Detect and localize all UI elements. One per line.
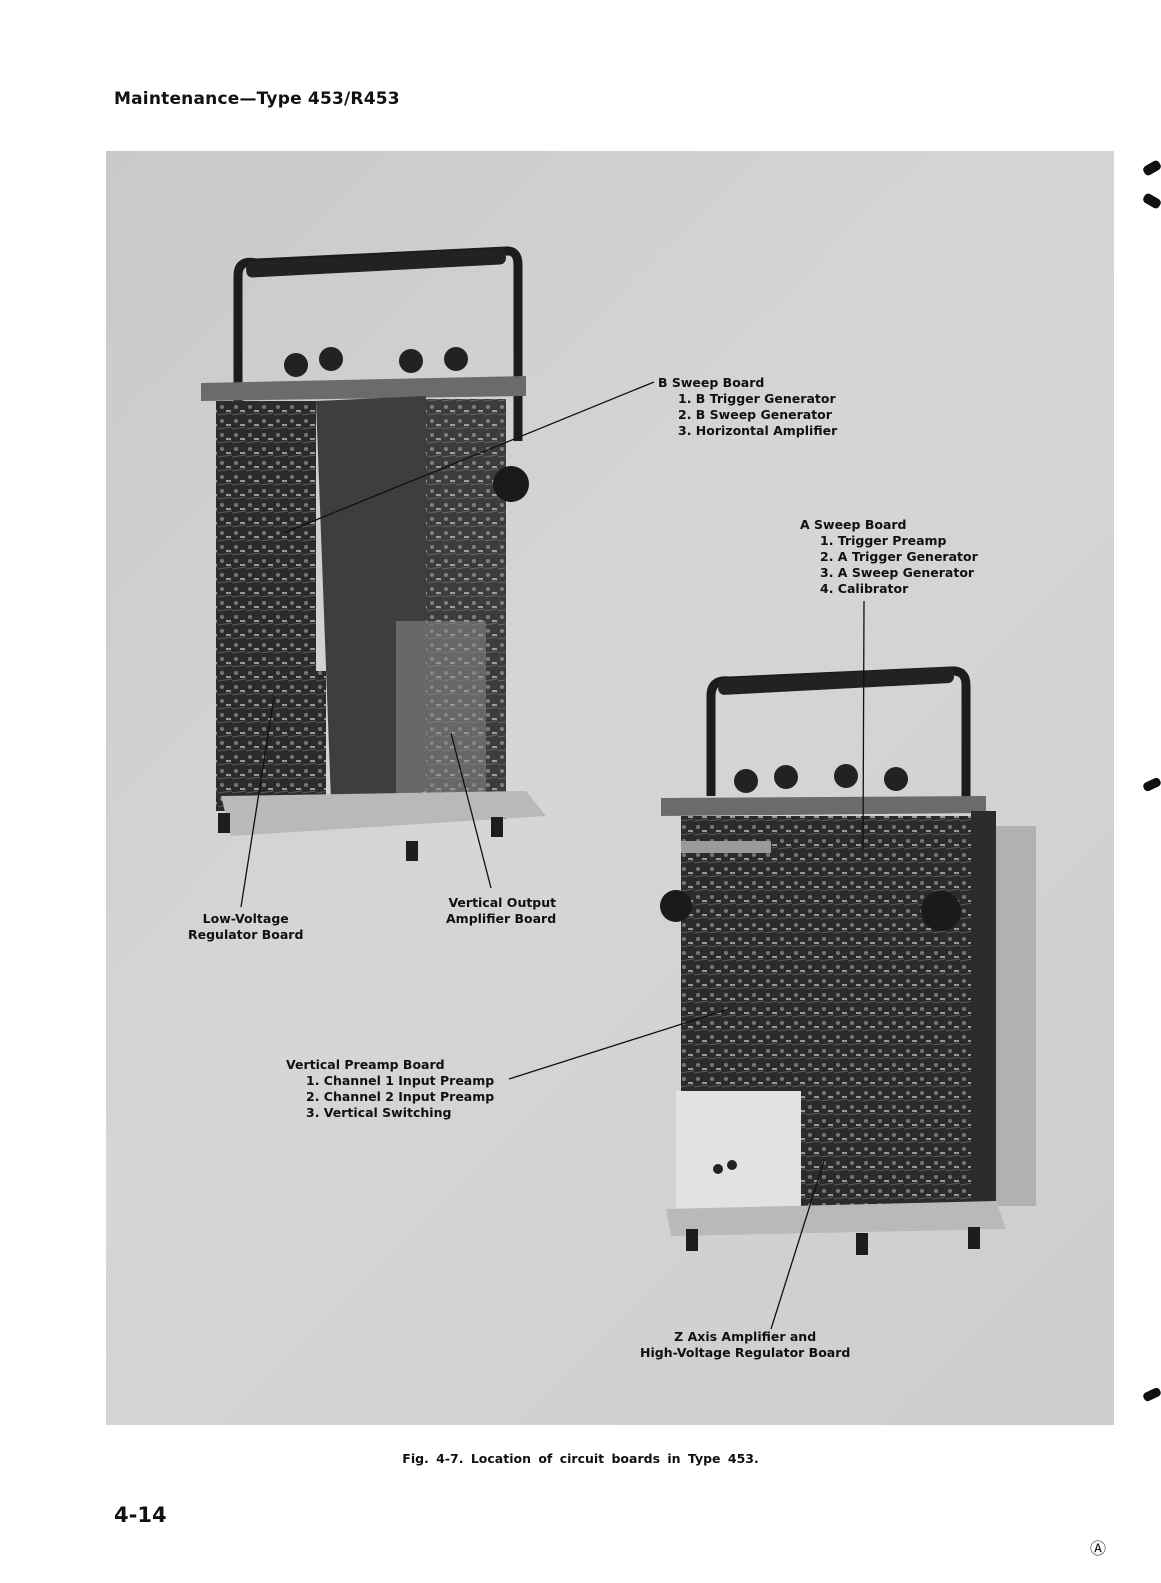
leader-lines xyxy=(240,381,865,1330)
label-item: 2. A Trigger Generator xyxy=(820,549,978,564)
binder-mark xyxy=(1141,776,1161,793)
binder-mark xyxy=(1141,1386,1161,1403)
label-b-sweep-board: B Sweep Board 1. B Trigger Generator 2. … xyxy=(658,375,837,439)
label-line: Low-Voltage xyxy=(202,911,289,926)
label-item: 2. Channel 2 Input Preamp xyxy=(306,1089,495,1104)
figure-photo: B Sweep Board 1. B Trigger Generator 2. … xyxy=(106,151,1114,1425)
page-number: 4-14 xyxy=(114,1503,167,1527)
label-item: 3. Vertical Switching xyxy=(306,1105,452,1120)
label-item: 1. Trigger Preamp xyxy=(820,533,947,548)
label-vertical-output-board: Vertical Output Amplifier Board xyxy=(446,895,556,927)
right-instrument xyxy=(660,666,1036,1255)
publisher-mark: Ⓐ xyxy=(1090,1539,1107,1558)
label-line: Vertical Output xyxy=(448,895,557,910)
figure-caption: Fig. 4-7. Location of circuit boards in … xyxy=(402,1451,759,1466)
label-item: 1. Channel 1 Input Preamp xyxy=(306,1073,495,1088)
binder-mark xyxy=(1141,192,1161,210)
label-z-axis-board: Z Axis Amplifier and High-Voltage Regula… xyxy=(640,1329,850,1361)
oscilloscope-photo xyxy=(201,246,1036,1330)
binder-mark xyxy=(1141,159,1161,177)
label-line: Regulator Board xyxy=(188,927,304,942)
label-a-sweep-board: A Sweep Board 1. Trigger Preamp 2. A Tri… xyxy=(800,517,978,597)
page-header: Maintenance—Type 453/R453 xyxy=(114,89,400,109)
label-item: 1. B Trigger Generator xyxy=(678,391,836,406)
label-item: 2. B Sweep Generator xyxy=(678,407,832,422)
label-title: Vertical Preamp Board xyxy=(286,1057,445,1072)
label-line: High-Voltage Regulator Board xyxy=(640,1345,851,1360)
label-item: 4. Calibrator xyxy=(820,581,909,596)
label-low-voltage-board: Low-Voltage Regulator Board xyxy=(188,911,303,943)
label-line: Amplifier Board xyxy=(446,911,557,926)
label-title: A Sweep Board xyxy=(800,517,907,532)
label-item: 3. A Sweep Generator xyxy=(820,565,975,580)
left-instrument xyxy=(201,246,546,861)
label-line: Z Axis Amplifier and xyxy=(674,1329,817,1344)
label-item: 3. Horizontal Amplifier xyxy=(678,423,838,438)
label-vertical-preamp-board: Vertical Preamp Board 1. Channel 1 Input… xyxy=(286,1057,494,1121)
label-title: B Sweep Board xyxy=(658,375,765,390)
